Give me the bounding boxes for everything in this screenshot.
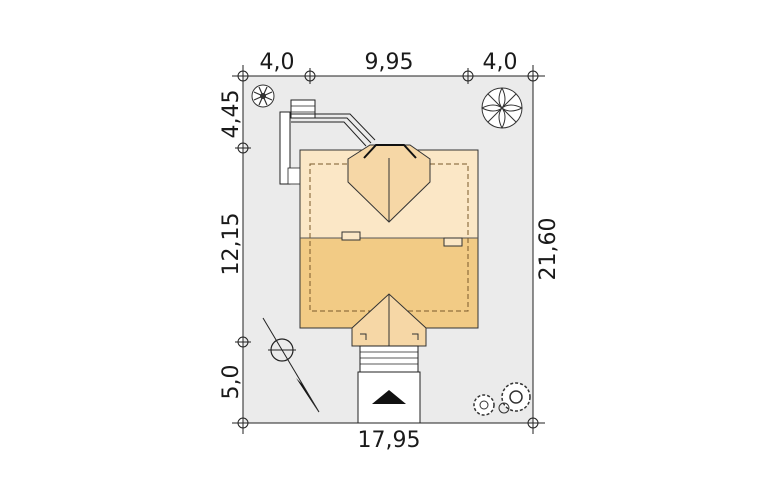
dim-right-total: 21,60 [536, 218, 561, 281]
tree-top-left-icon [251, 84, 275, 108]
tree-top-right-icon [481, 87, 523, 129]
dim-left-top: 4,45 [219, 90, 244, 139]
dimension-markers [235, 68, 541, 431]
driveway [357, 371, 421, 424]
dim-top-middle: 9,95 [365, 50, 414, 75]
dim-top-right: 4,0 [483, 50, 518, 75]
entrance-steps [359, 345, 419, 373]
north-arrow-icon [262, 317, 320, 413]
house-roof [299, 144, 479, 347]
dim-top-left: 4,0 [260, 50, 295, 75]
shrub-bottom-right-icon [473, 382, 531, 416]
terrace [279, 99, 376, 185]
dim-left-middle: 12,15 [219, 213, 244, 276]
entrance-arrow-icon [372, 390, 406, 404]
dim-bottom-total: 17,95 [358, 428, 421, 453]
dim-left-bottom: 5,0 [219, 365, 244, 400]
